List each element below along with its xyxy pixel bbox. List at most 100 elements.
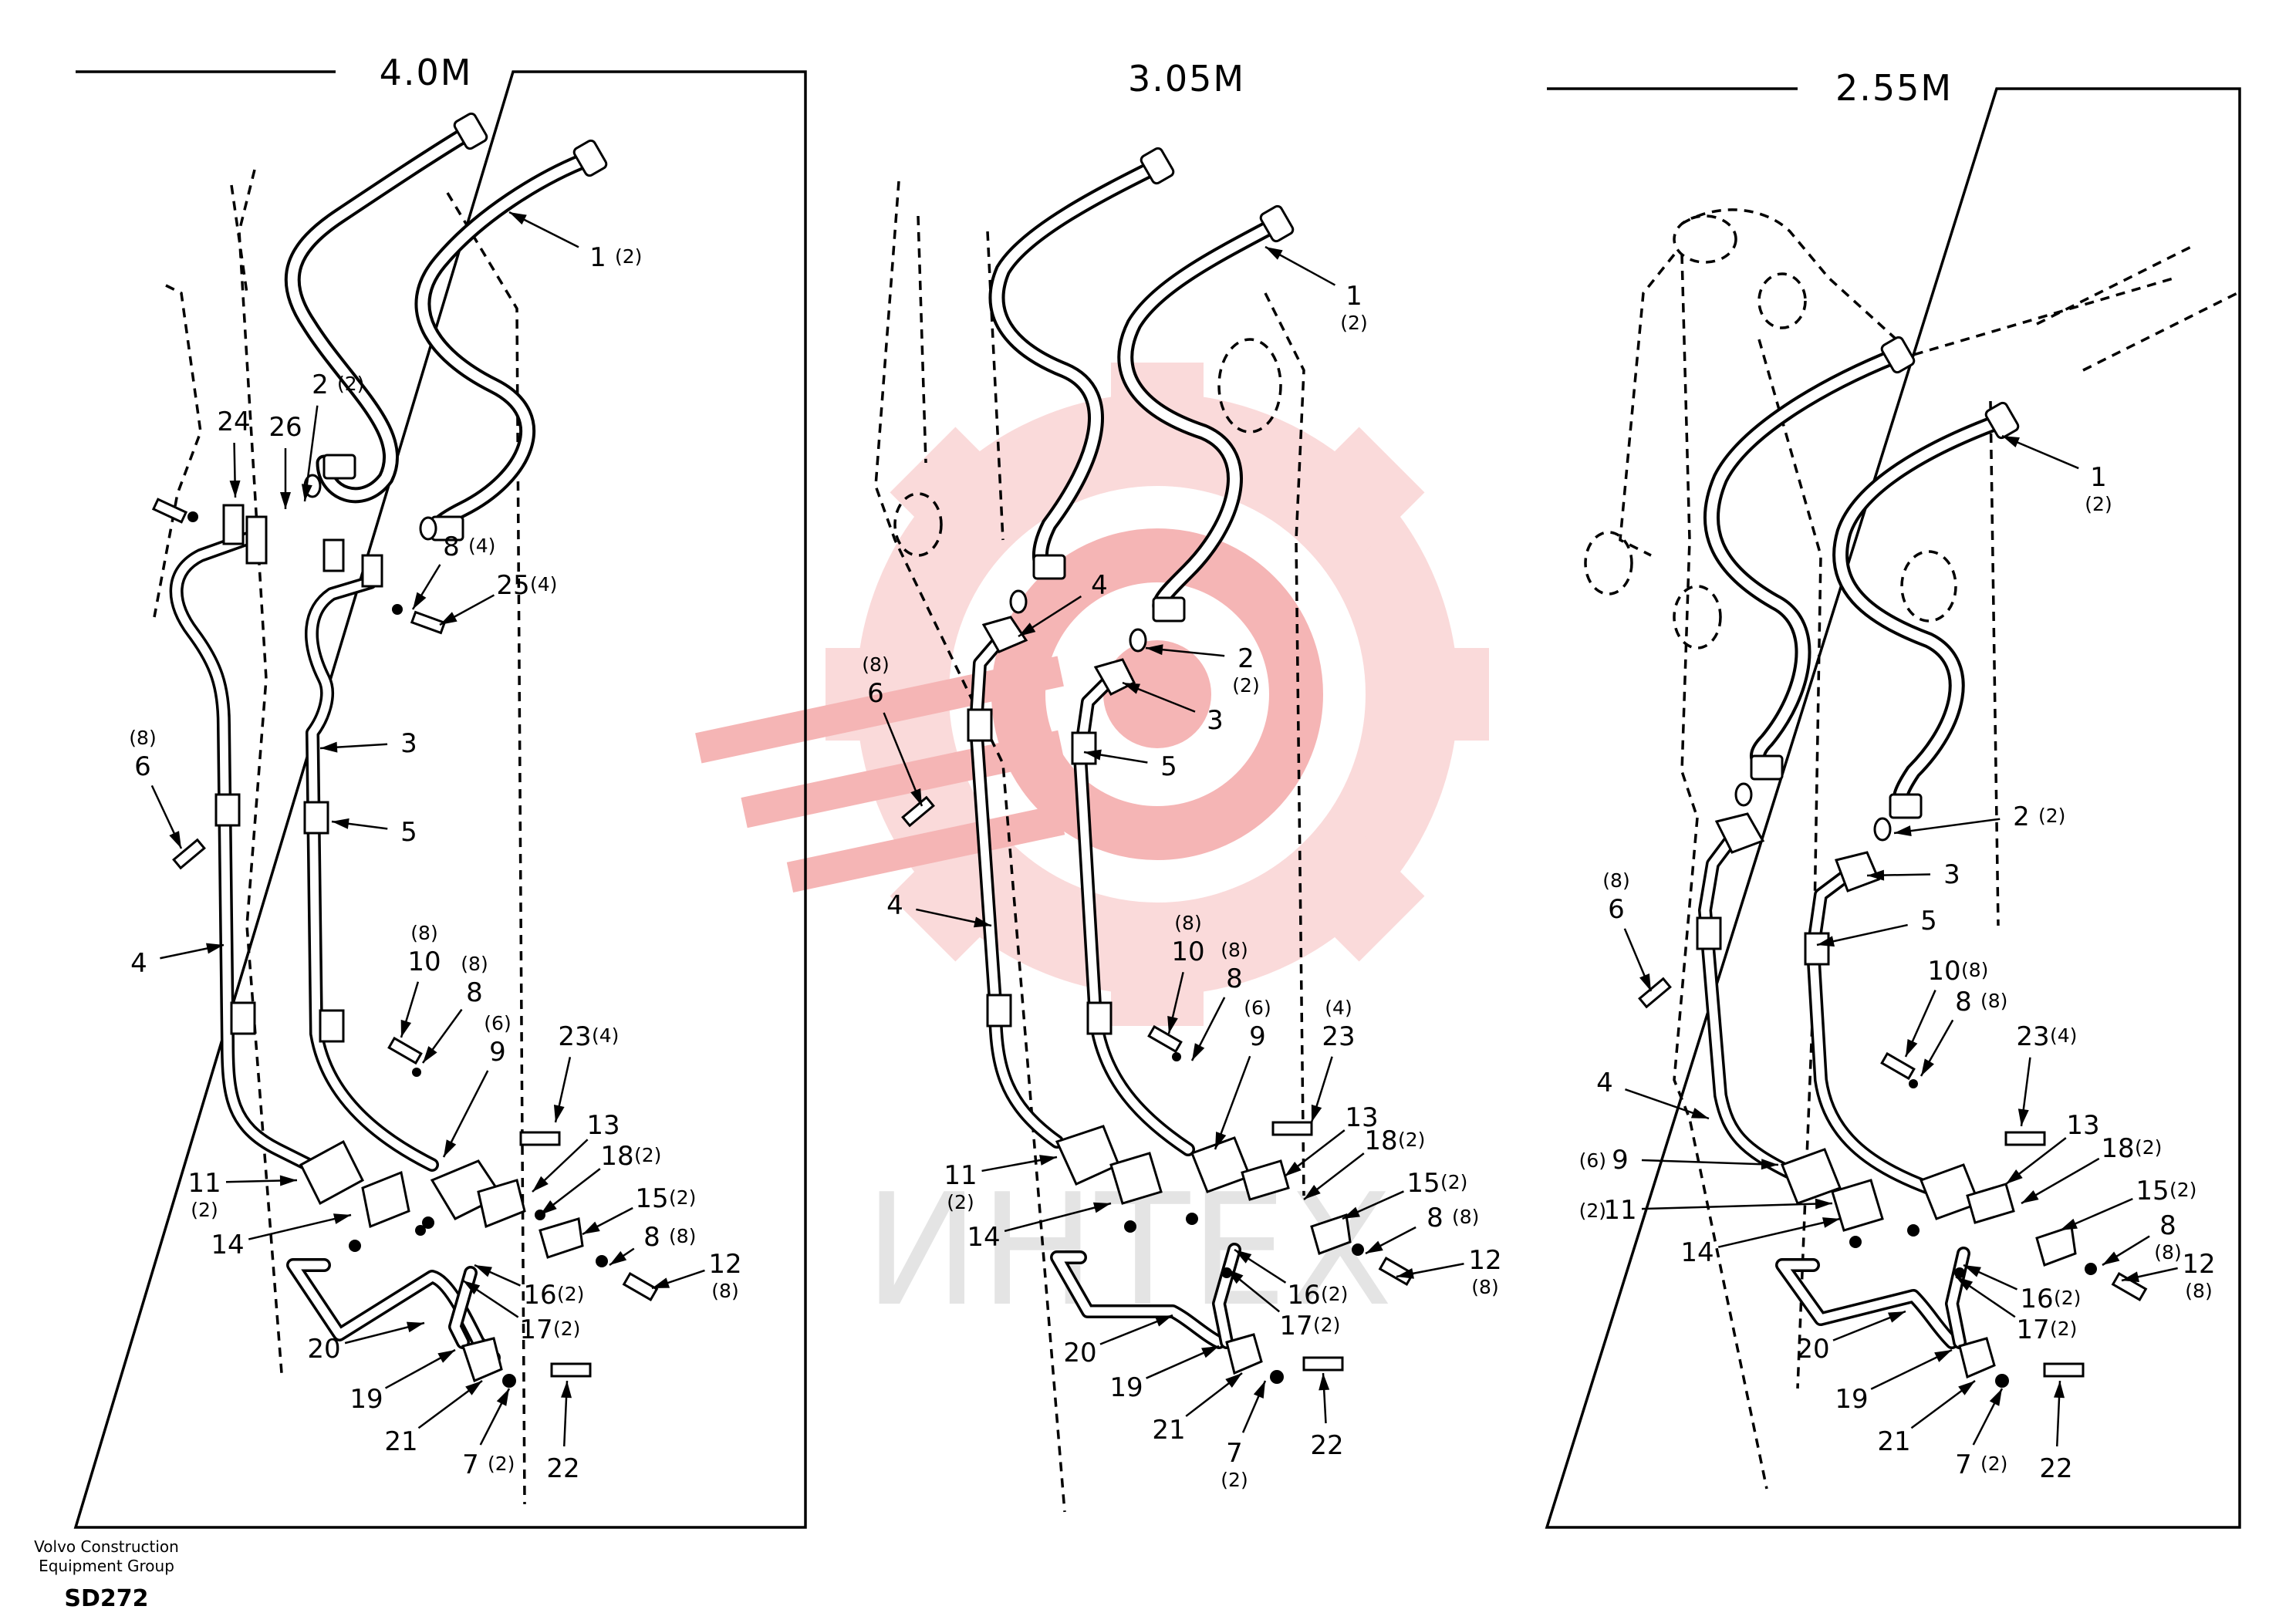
leader-arrowhead	[1366, 1240, 1383, 1254]
callout-left-l19: 19	[349, 1348, 456, 1415]
part-quantity: (2)	[615, 245, 642, 268]
callout-left-l5: 5	[331, 817, 417, 848]
leader-arrowhead	[465, 1381, 482, 1395]
callout-left-l25: 25(4)	[439, 570, 557, 626]
leader-line	[1641, 1202, 1833, 1210]
part-quantity: (8)	[1174, 912, 1201, 934]
part-number: 16	[2020, 1284, 2053, 1314]
part-quantity: (2)	[947, 1191, 974, 1213]
part-number: 8	[643, 1222, 660, 1253]
callout-right-r21: 21	[1877, 1379, 1976, 1457]
callout-middle-m19: 19	[1109, 1345, 1220, 1403]
part-number: 9	[1612, 1145, 1629, 1176]
part-number: 17	[1279, 1311, 1312, 1341]
callout-right-r1: 1(2)	[2001, 434, 2112, 515]
part-number: 16	[523, 1280, 556, 1311]
callout-middle-m17: 17(2)	[1226, 1268, 1340, 1341]
part-number: 26	[268, 412, 302, 443]
leader-arrowhead	[1253, 1381, 1265, 1399]
panel-2-55m	[1584, 208, 2238, 1490]
part-quantity: (2)	[1232, 674, 1259, 697]
callout-right-r4: 4	[1596, 1068, 1710, 1120]
callout-left-l1: 1 (2)	[508, 211, 642, 273]
leader-arrowhead	[1894, 825, 1912, 837]
part-number: 22	[546, 1453, 579, 1484]
callout-right-r7: 7 (2)	[1955, 1388, 2007, 1480]
callout-right-r5: 5	[1816, 906, 1937, 947]
leader-arrowhead	[2054, 1381, 2065, 1399]
part-quantity: (8)	[1602, 869, 1629, 892]
callout-left-l16: 16(2)	[474, 1264, 584, 1311]
leader-arrowhead	[279, 1175, 297, 1186]
leader-arrowhead	[582, 1221, 600, 1234]
panel-3-05m	[874, 147, 1415, 1513]
callout-middle-m15: 15(2)	[1342, 1168, 1467, 1220]
leader-arrowhead	[400, 1019, 412, 1038]
callout-left-l11: 11(2)	[187, 1168, 298, 1221]
leader-arrowhead	[1887, 1311, 1906, 1323]
part-quantity: (2)	[2085, 493, 2112, 515]
part-quantity: (2)	[337, 373, 364, 395]
leader-arrowhead	[1822, 1217, 1840, 1228]
part-quantity: (2)	[1340, 312, 1367, 334]
part-number: 1	[589, 242, 606, 273]
leader-arrowhead	[1225, 1373, 1242, 1388]
leader-arrowhead	[1154, 1315, 1173, 1327]
part-number: 8	[1226, 963, 1243, 994]
callout-middle-m3: 3	[1122, 681, 1224, 736]
callout-right-r22: 22	[2039, 1380, 2073, 1484]
leader-arrowhead	[496, 1388, 509, 1406]
part-number: 20	[307, 1334, 340, 1365]
callout-left-l12: 12(8)	[651, 1249, 742, 1302]
part-number: 13	[586, 1110, 620, 1141]
part-number: 6	[134, 751, 151, 782]
part-number: 12	[2182, 1249, 2215, 1280]
leader-arrowhead	[1234, 1250, 1252, 1264]
leader-arrowhead	[463, 1281, 481, 1294]
part-number: 24	[217, 407, 250, 437]
leader-arrowhead	[1227, 1269, 1244, 1284]
part-quantity: (4)	[1325, 997, 1352, 1019]
callout-middle-m11: 11(2)	[944, 1155, 1058, 1213]
part-quantity: (2)	[1980, 1453, 2007, 1475]
part-quantity: (2)	[1313, 1314, 1340, 1336]
leader-arrowhead	[301, 484, 312, 501]
leader-arrowhead	[1146, 644, 1163, 656]
callout-left-l10: 10(8)	[400, 922, 441, 1038]
part-number: 7	[1226, 1438, 1243, 1469]
part-number: 4	[130, 948, 147, 979]
part-quantity: (2)	[2135, 1136, 2162, 1159]
panel-title-right: 2.55M	[1835, 67, 1953, 109]
part-quantity: (2)	[634, 1144, 661, 1166]
leader-arrowhead	[1167, 1015, 1178, 1034]
part-number: 7	[1955, 1449, 1972, 1480]
part-number: 2	[2013, 801, 2030, 832]
part-quantity: (2)	[1321, 1283, 1348, 1305]
part-quantity: (2)	[1398, 1129, 1425, 1151]
leader-arrowhead	[1039, 1155, 1057, 1166]
callout-middle-m10: 10(8)	[1167, 912, 1205, 1034]
part-number: 2	[1237, 643, 1254, 674]
part-number: 10	[407, 946, 441, 977]
leader-arrowhead	[2060, 1218, 2078, 1230]
part-quantity: (8)	[1980, 990, 2007, 1012]
callout-right-r18: 18(2)	[2021, 1133, 2162, 1205]
part-number: 17	[2016, 1314, 2049, 1345]
callout-left-l24: 24	[217, 407, 251, 498]
part-number: 21	[384, 1426, 417, 1457]
part-number: 12	[1468, 1245, 1501, 1276]
callout-middle-m5: 5	[1083, 749, 1177, 782]
leader-arrowhead	[1319, 1373, 1330, 1391]
part-quantity: (8)	[129, 727, 156, 749]
leader-arrowhead	[1815, 1198, 1832, 1210]
callout-right-r9: 9(6)	[1579, 1145, 1779, 1176]
callout-right-r12: 12(8)	[2121, 1249, 2216, 1302]
leader-arrowhead	[2002, 436, 2020, 448]
callout-left-l6: 6(8)	[129, 727, 183, 849]
callout-right-r3: 3	[1866, 859, 1960, 890]
part-quantity: (6)	[1244, 997, 1271, 1019]
part-quantity: (2)	[557, 1283, 584, 1305]
callout-left-l7: 7(2)	[462, 1388, 515, 1480]
leader-arrowhead	[206, 943, 224, 954]
part-quantity: (8)	[2185, 1280, 2212, 1302]
